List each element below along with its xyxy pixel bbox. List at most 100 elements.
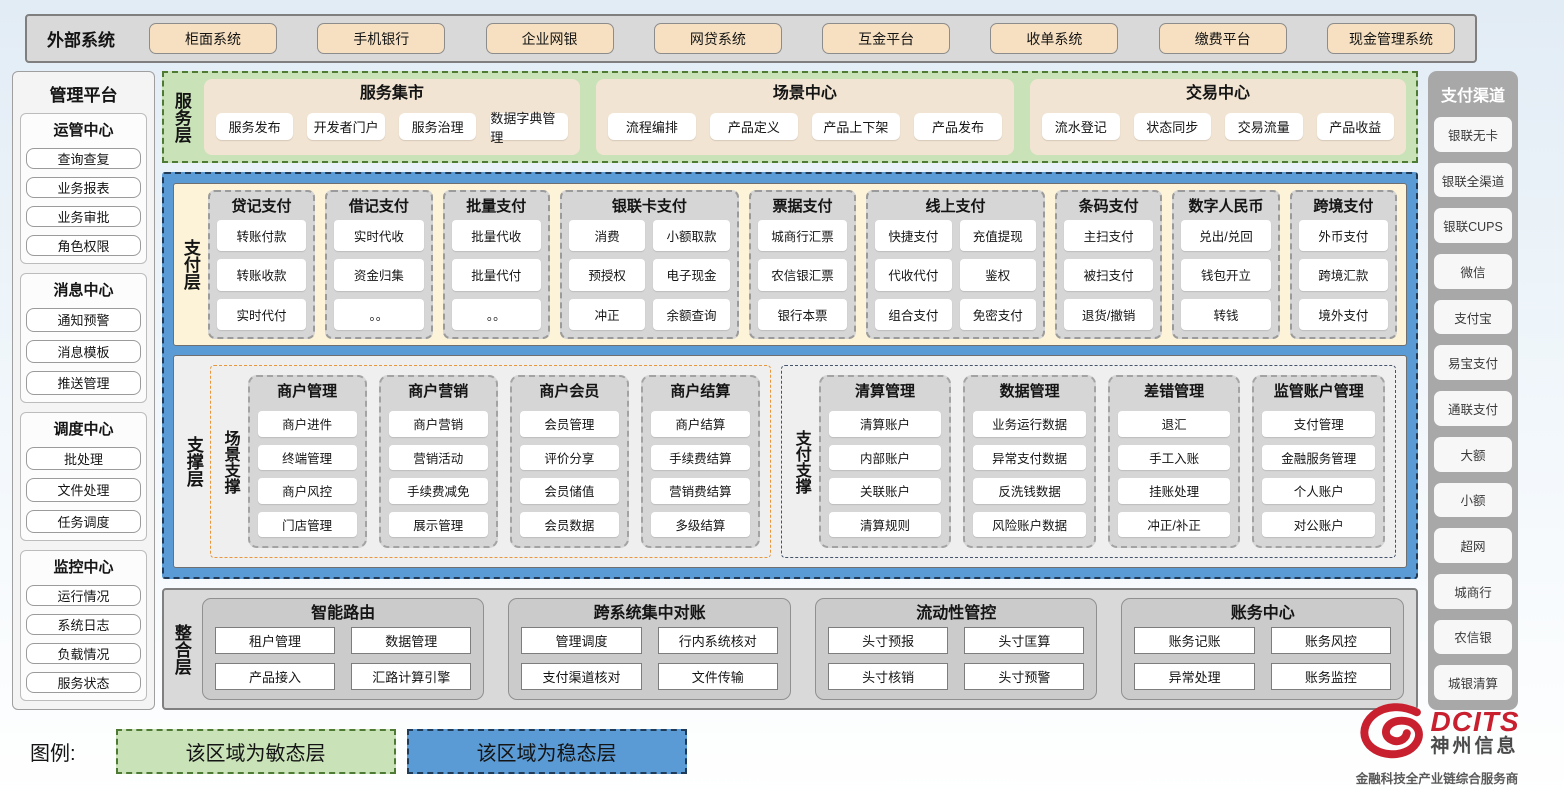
payment-channel-chip: 农信银 bbox=[1434, 619, 1512, 655]
payment-channel-chip: 通联支付 bbox=[1434, 391, 1512, 426]
service-item-chip: 产品发布 bbox=[913, 113, 1002, 140]
payment-item-chip: 预授权 bbox=[568, 259, 646, 291]
integration-group-title: 跨系统集中对账 bbox=[593, 605, 706, 622]
external-system-chip: 企业网银 bbox=[485, 23, 614, 54]
payment-column-items: 批量代收批量代付。。 bbox=[451, 220, 541, 330]
support-item-chip: 对公账户 bbox=[1262, 511, 1376, 537]
management-item-chip: 查询查复 bbox=[26, 148, 141, 169]
integration-item-chip: 异常处理 bbox=[1134, 663, 1255, 690]
service-group: 服务集市服务发布开发者门户服务治理数据字典管理 bbox=[203, 79, 580, 155]
logo-company-name: 神州信息 bbox=[1430, 736, 1519, 758]
integration-group-items: 租户管理数据管理产品接入汇路计算引擎 bbox=[214, 627, 472, 690]
payment-column-items: 外币支付跨境汇款境外支付 bbox=[1298, 220, 1389, 330]
management-item-chip: 运行情况 bbox=[26, 585, 141, 606]
support-item-chip: 手工入账 bbox=[1117, 444, 1231, 470]
management-item-chip: 业务报表 bbox=[26, 177, 141, 198]
support-item-chip: 冲正/补正 bbox=[1117, 511, 1231, 537]
management-group: 运管中心查询查复业务报表业务审批角色权限 bbox=[20, 113, 147, 264]
payment-column: 线上支付快捷支付充值提现代收代付鉴权组合支付免密支付 bbox=[866, 190, 1045, 339]
management-item-chip: 消息模板 bbox=[26, 339, 141, 363]
legend-label: 图例: bbox=[30, 743, 76, 765]
integration-group: 智能路由租户管理数据管理产品接入汇路计算引擎 bbox=[201, 598, 485, 700]
service-item-chip: 产品定义 bbox=[709, 113, 798, 140]
payment-column: 数字人民币兑出/兑回钱包开立转钱 bbox=[1172, 190, 1280, 339]
payment-channel-chip: 微信 bbox=[1434, 254, 1512, 289]
support-item-chip: 内部账户 bbox=[828, 444, 942, 470]
management-group: 调度中心批处理文件处理任务调度 bbox=[20, 411, 147, 541]
management-item-chip: 文件处理 bbox=[26, 478, 141, 502]
payment-item-chip: 农信银汇票 bbox=[757, 259, 848, 291]
integration-item-chip: 数据管理 bbox=[351, 627, 472, 654]
integration-item-chip: 头寸预警 bbox=[964, 663, 1085, 690]
service-item-chip: 交易流量 bbox=[1225, 113, 1303, 140]
payment-item-chip: 快捷支付 bbox=[875, 220, 952, 252]
support-groups: 场景支撑商户管理商户进件终端管理商户风控门店管理商户营销商户营销营销活动手续费减… bbox=[209, 365, 1396, 558]
integration-item-chip: 文件传输 bbox=[657, 663, 778, 690]
payment-item-chip: 被扫支付 bbox=[1063, 259, 1154, 291]
support-item-chip: 评价分享 bbox=[519, 444, 619, 470]
support-column: 商户营销商户营销营销活动手续费减免展示管理 bbox=[378, 375, 498, 548]
payment-channel-chip: 易宝支付 bbox=[1434, 345, 1512, 381]
service-layer-label: 服务层 bbox=[171, 91, 191, 143]
payment-column-title: 借记支付 bbox=[348, 198, 409, 215]
management-group-title: 监控中心 bbox=[53, 559, 114, 576]
payment-item-chip: 境外支付 bbox=[1298, 298, 1389, 330]
payment-column-items: 实时代收资金归集。。 bbox=[334, 220, 424, 330]
external-system-chip: 互金平台 bbox=[822, 23, 951, 54]
management-item-chip: 服务状态 bbox=[26, 672, 141, 693]
payment-column-title: 银联卡支付 bbox=[611, 198, 687, 215]
integration-item-chip: 头寸匡算 bbox=[964, 627, 1085, 654]
payment-column-title: 票据支付 bbox=[772, 198, 833, 215]
management-groups: 运管中心查询查复业务报表业务审批角色权限消息中心通知预警消息模板推送管理调度中心… bbox=[20, 113, 147, 701]
payment-item-chip: 代收代付 bbox=[875, 259, 952, 291]
management-item-chip: 通知预警 bbox=[26, 308, 141, 332]
service-item-chip: 流水登记 bbox=[1042, 113, 1120, 140]
support-item-chip: 会员储值 bbox=[519, 478, 619, 504]
support-item-chip: 营销费结算 bbox=[650, 478, 750, 504]
payment-column-items: 消费小额取款预授权电子现金冲正余额查询 bbox=[568, 220, 730, 330]
payment-columns: 贷记支付转账付款转账收款实时代付借记支付实时代收资金归集。。批量支付批量代收批量… bbox=[207, 190, 1398, 339]
payment-channels-title: 支付渠道 bbox=[1440, 88, 1505, 105]
logo-tagline: 金融科技全产业链综合服务商 bbox=[1355, 772, 1519, 786]
service-group-title: 交易中心 bbox=[1185, 85, 1250, 102]
dcits-logo: DCITS 神州信息 金融科技全产业链综合服务商 bbox=[1318, 702, 1556, 787]
support-column-title: 商户结算 bbox=[670, 383, 731, 400]
integration-item-chip: 账务记账 bbox=[1134, 627, 1255, 654]
support-item-chip: 终端管理 bbox=[257, 444, 357, 470]
integration-item-chip: 租户管理 bbox=[214, 627, 336, 654]
integration-group: 跨系统集中对账管理调度行内系统核对支付渠道核对文件传输 bbox=[508, 598, 791, 700]
management-group: 监控中心运行情况系统日志负载情况服务状态 bbox=[20, 550, 147, 701]
integration-group: 流动性管控头寸预报头寸匡算头寸核销头寸预警 bbox=[814, 598, 1098, 700]
support-item-chip: 会员数据 bbox=[519, 511, 619, 537]
payment-channel-chip: 银联CUPS bbox=[1434, 208, 1512, 244]
integration-item-chip: 产品接入 bbox=[214, 663, 336, 690]
service-item-chip: 产品收益 bbox=[1316, 113, 1395, 140]
support-column: 商户会员会员管理评价分享会员储值会员数据 bbox=[509, 375, 629, 548]
service-item-chip: 产品上下架 bbox=[811, 113, 900, 140]
payment-item-chip: 冲正 bbox=[568, 298, 646, 330]
service-group: 场景中心流程编排产品定义产品上下架产品发布 bbox=[595, 79, 1015, 155]
support-item-chip: 商户营销 bbox=[388, 411, 488, 437]
payment-channel-chip: 城商行 bbox=[1434, 573, 1512, 609]
payment-column: 跨境支付外币支付跨境汇款境外支付 bbox=[1289, 190, 1398, 339]
payment-item-chip: 钱包开立 bbox=[1181, 259, 1271, 291]
payment-channel-chip: 城银清算 bbox=[1434, 665, 1512, 700]
payment-item-chip: 实时代收 bbox=[334, 220, 424, 252]
support-item-chip: 商户进件 bbox=[257, 411, 357, 437]
support-item-chip: 业务运行数据 bbox=[973, 411, 1086, 437]
support-column-title: 清算管理 bbox=[855, 383, 916, 400]
integration-group-title: 流动性管控 bbox=[916, 605, 997, 622]
support-group-label: 支付支撑 bbox=[792, 429, 810, 494]
payment-item-chip: 跨境汇款 bbox=[1298, 259, 1389, 291]
support-column-title: 商户营销 bbox=[408, 383, 469, 400]
scene-support-group: 场景支撑商户管理商户进件终端管理商户风控门店管理商户营销商户营销营销活动手续费减… bbox=[209, 365, 771, 558]
payment-column-title: 线上支付 bbox=[925, 198, 986, 215]
management-item-chip: 推送管理 bbox=[26, 371, 141, 395]
payment-channel-chip: 超网 bbox=[1434, 528, 1512, 563]
support-layer: 支撑层 场景支撑商户管理商户进件终端管理商户风控门店管理商户营销商户营销营销活动… bbox=[173, 355, 1407, 568]
payment-channel-chip: 大额 bbox=[1434, 436, 1512, 472]
support-item-chip: 挂账处理 bbox=[1117, 478, 1231, 504]
payment-item-chip: 电子现金 bbox=[653, 259, 730, 291]
management-group: 消息中心通知预警消息模板推送管理 bbox=[20, 273, 147, 403]
